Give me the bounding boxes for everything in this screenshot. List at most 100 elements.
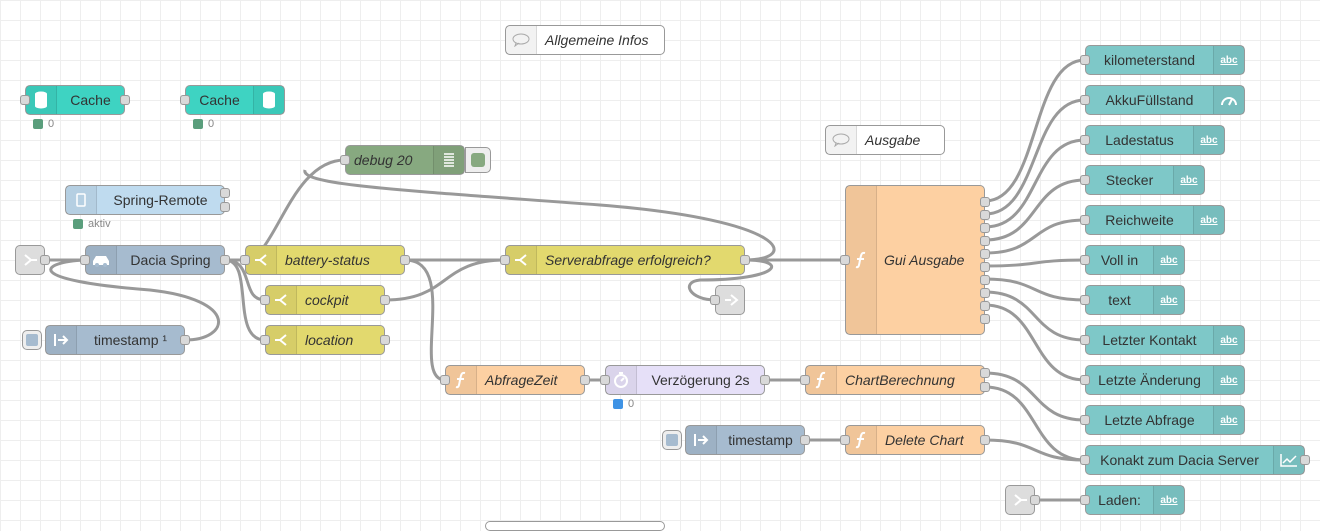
input-port[interactable] (1080, 175, 1090, 185)
input-port[interactable] (1080, 215, 1090, 225)
node-label: location (305, 332, 354, 348)
input-port[interactable] (710, 295, 720, 305)
output-port[interactable] (740, 255, 750, 265)
node-label: Konakt zum Dacia Server (1100, 452, 1259, 468)
gui-ausgabe-function[interactable]: Gui Ausgabe (840, 185, 990, 335)
input-port[interactable] (600, 375, 610, 385)
input-port[interactable] (1080, 455, 1090, 465)
comment-allgemeine-infos[interactable]: Allgemeine Infos (505, 25, 665, 55)
output-port[interactable] (980, 249, 990, 259)
input-port[interactable] (20, 95, 30, 105)
input-port[interactable] (1080, 55, 1090, 65)
input-port[interactable] (800, 375, 810, 385)
spring-remote-node[interactable]: Spring-Remote (65, 185, 230, 215)
output-port[interactable] (980, 262, 990, 272)
ui-text-reichweite[interactable]: Reichweite abc (1080, 205, 1225, 235)
output-port[interactable] (980, 210, 990, 220)
abfragezeit-function[interactable]: AbfrageZeit (440, 365, 590, 395)
ui-text-kilometerstand[interactable]: kilometerstand abc (1080, 45, 1245, 75)
output-port[interactable] (980, 236, 990, 246)
comment-partial[interactable] (485, 521, 665, 531)
output-port[interactable] (980, 223, 990, 233)
input-port[interactable] (1080, 335, 1090, 345)
input-port[interactable] (80, 255, 90, 265)
output-port[interactable] (40, 255, 50, 265)
input-port[interactable] (1080, 295, 1090, 305)
cache-node-1[interactable]: Cache (20, 85, 130, 115)
location-switch[interactable]: location (260, 325, 390, 355)
input-port[interactable] (1080, 495, 1090, 505)
timestamp-inject-node[interactable]: timestamp (685, 425, 810, 455)
output-port[interactable] (380, 335, 390, 345)
ui-gauge-akkufuellstand[interactable]: AkkuFüllstand (1080, 85, 1245, 115)
wire (984, 138, 1086, 229)
link-in-node[interactable] (15, 245, 50, 275)
dacia-spring-node[interactable]: Dacia Spring (80, 245, 230, 275)
ui-text-letzte-abfrage[interactable]: Letzte Abfrage abc (1080, 405, 1245, 435)
input-port[interactable] (1080, 135, 1090, 145)
input-port[interactable] (440, 375, 450, 385)
link-in-node[interactable] (1005, 485, 1040, 515)
output-port[interactable] (220, 202, 230, 212)
ui-text-text[interactable]: text abc (1080, 285, 1185, 315)
link-in-icon (16, 246, 46, 274)
output-port[interactable] (980, 288, 990, 298)
output-port[interactable] (980, 197, 990, 207)
chartberechnung-function[interactable]: ChartBerechnung (800, 365, 990, 395)
output-port[interactable] (180, 335, 190, 345)
delete-chart-function[interactable]: Delete Chart (840, 425, 990, 455)
input-port[interactable] (260, 335, 270, 345)
status-indicator: 0 (193, 118, 214, 130)
ui-text-laden[interactable]: Laden: abc (1080, 485, 1185, 515)
node-label: Letzter Kontakt (1102, 332, 1197, 348)
output-port[interactable] (800, 435, 810, 445)
ui-text-letzte-aenderung[interactable]: Letzte Änderung abc (1080, 365, 1245, 395)
ui-text-voll-in[interactable]: Voll in abc (1080, 245, 1185, 275)
output-port[interactable] (980, 382, 990, 392)
ui-chart-konakt[interactable]: Konakt zum Dacia Server (1080, 445, 1310, 475)
input-port[interactable] (240, 255, 250, 265)
output-port[interactable] (220, 188, 230, 198)
output-port[interactable] (120, 95, 130, 105)
input-port[interactable] (840, 255, 850, 265)
ui-text-stecker[interactable]: Stecker abc (1080, 165, 1205, 195)
battery-status-switch[interactable]: battery-status (240, 245, 410, 275)
output-port[interactable] (980, 314, 990, 324)
input-port[interactable] (180, 95, 190, 105)
delay-node[interactable]: Verzögerung 2s (600, 365, 770, 395)
debug-toggle-button[interactable] (465, 147, 491, 173)
link-in-icon (1006, 486, 1036, 514)
output-port[interactable] (760, 375, 770, 385)
output-port[interactable] (400, 255, 410, 265)
output-port[interactable] (980, 275, 990, 285)
cockpit-switch[interactable]: cockpit (260, 285, 390, 315)
input-port[interactable] (500, 255, 510, 265)
output-port[interactable] (980, 301, 990, 311)
output-port[interactable] (220, 255, 230, 265)
switch-icon (266, 286, 297, 314)
output-port[interactable] (1030, 495, 1040, 505)
output-port[interactable] (580, 375, 590, 385)
inject-button[interactable] (662, 430, 682, 450)
cache-node-2[interactable]: Cache (180, 85, 285, 115)
input-port[interactable] (840, 435, 850, 445)
input-port[interactable] (1080, 95, 1090, 105)
debug-node[interactable]: debug 20 (340, 145, 465, 175)
inject-button[interactable] (22, 330, 42, 350)
output-port[interactable] (980, 368, 990, 378)
output-port[interactable] (1300, 455, 1310, 465)
input-port[interactable] (1080, 415, 1090, 425)
output-port[interactable] (980, 435, 990, 445)
link-out-node[interactable] (710, 285, 745, 315)
input-port[interactable] (1080, 255, 1090, 265)
comment-ausgabe[interactable]: Ausgabe (825, 125, 945, 155)
input-port[interactable] (1080, 375, 1090, 385)
timestamp-inject-node[interactable]: timestamp ¹ (45, 325, 190, 355)
input-port[interactable] (340, 155, 350, 165)
node-label: Verzögerung 2s (651, 372, 750, 388)
input-port[interactable] (260, 295, 270, 305)
output-port[interactable] (380, 295, 390, 305)
ui-text-letzter-kontakt[interactable]: Letzter Kontakt abc (1080, 325, 1245, 355)
ui-text-ladestatus[interactable]: Ladestatus abc (1080, 125, 1225, 155)
serverabfrage-switch[interactable]: Serverabfrage erfolgreich? (500, 245, 750, 275)
